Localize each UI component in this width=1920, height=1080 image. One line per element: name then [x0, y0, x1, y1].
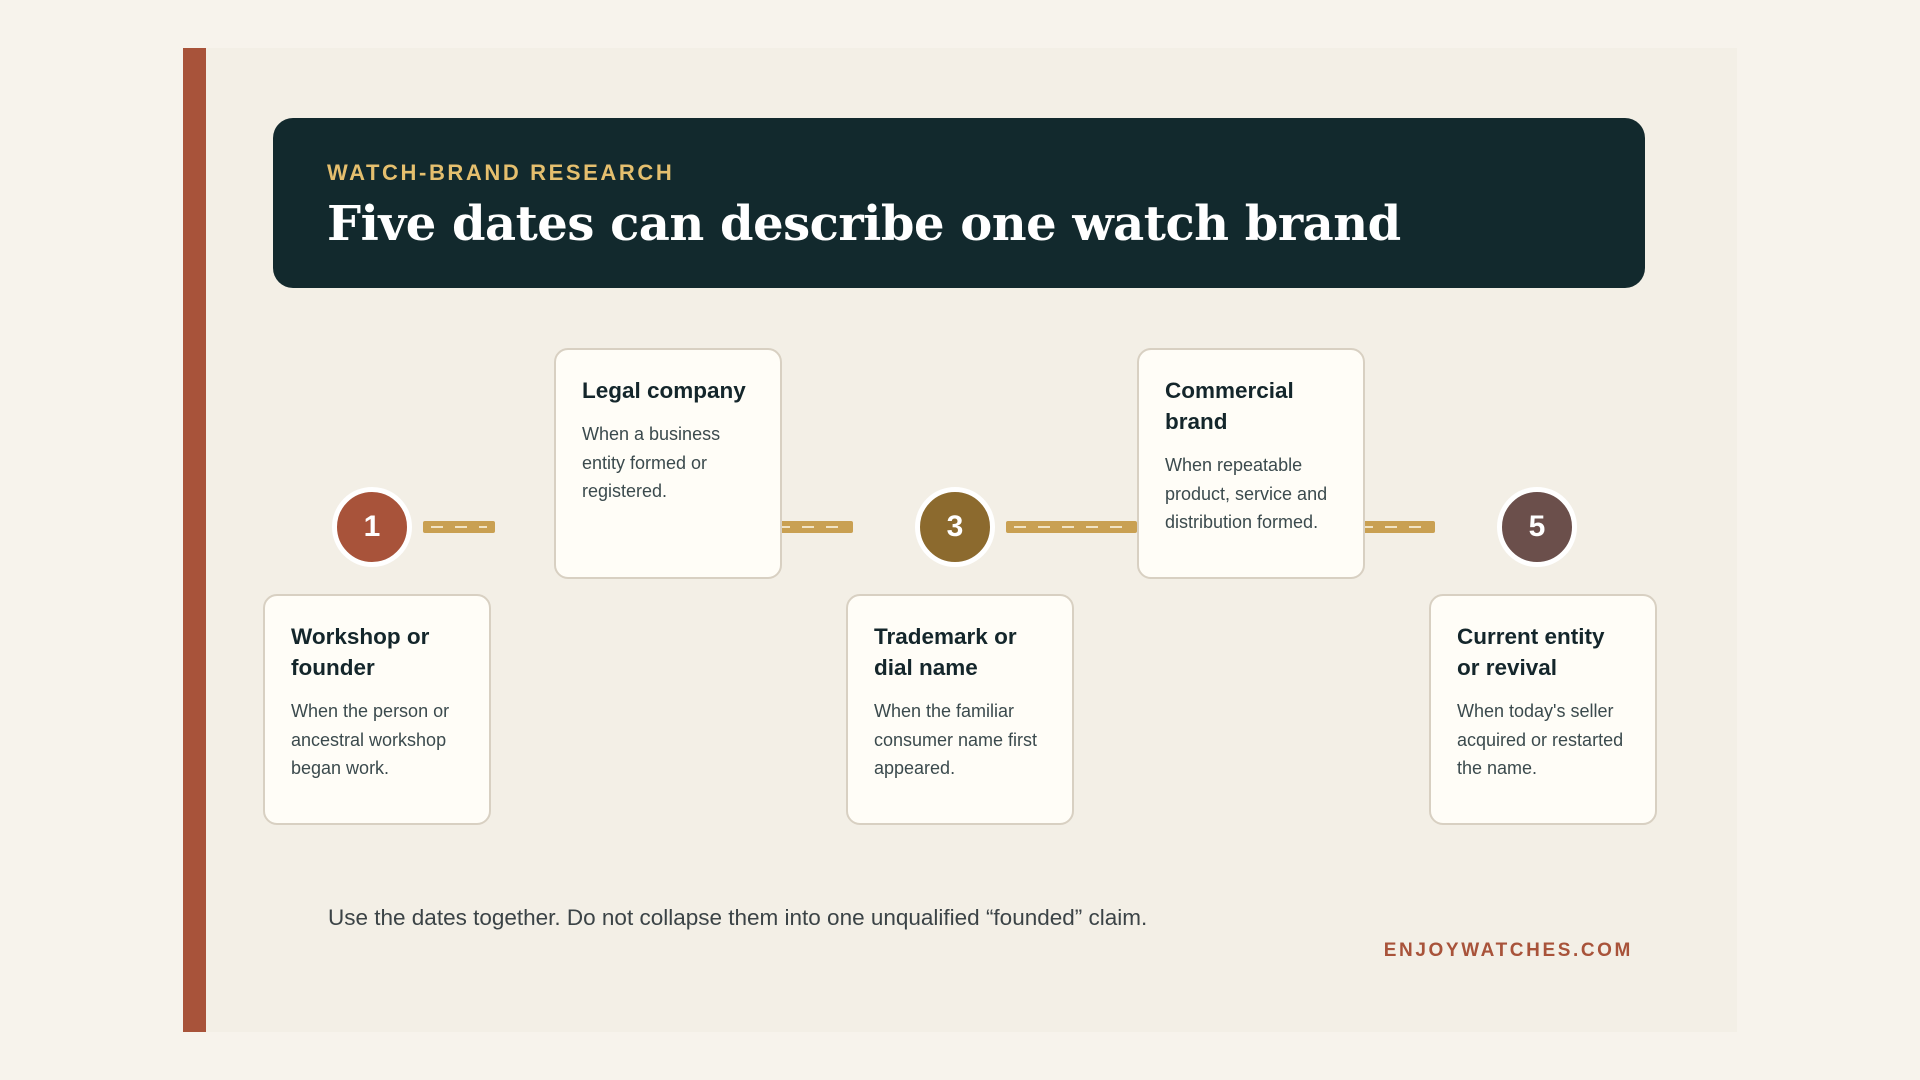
stage-title: Trademark or dial name	[874, 624, 1017, 680]
stage-description: When a business entity formed or registe…	[582, 424, 721, 501]
infographic-card: WATCH-BRAND RESEARCH Five dates can desc…	[183, 48, 1737, 1032]
step-badge-5: 5	[1497, 487, 1577, 567]
page-title: Five dates can describe one watch brand	[327, 196, 1401, 252]
step-number-1: 1	[363, 510, 381, 543]
header-banner: WATCH-BRAND RESEARCH Five dates can desc…	[273, 118, 1645, 288]
stage-description: When the familiar consumer name first ap…	[874, 701, 1038, 778]
connector-1-2	[423, 521, 495, 533]
stage-card-commercial-brand: Commercial brand When repeatable product…	[1137, 348, 1365, 579]
stage-title: Current entity or revival	[1457, 624, 1605, 680]
site-label: ENJOYWATCHES.COM	[1383, 940, 1633, 961]
step-badge-1: 1	[332, 487, 412, 567]
stage-card-legal-company: Legal company When a business entity for…	[554, 348, 782, 579]
connector-3-4	[1006, 521, 1137, 533]
footnote: Use the dates together. Do not collapse …	[328, 905, 1148, 930]
step-number-5: 5	[1528, 510, 1546, 543]
stage-description: When repeatable product, service and dis…	[1165, 455, 1328, 532]
eyebrow-label: WATCH-BRAND RESEARCH	[327, 160, 675, 185]
step-badge-3: 3	[915, 487, 995, 567]
stage-card-current-entity: Current entity or revival When today's s…	[1429, 594, 1657, 825]
step-number-3: 3	[946, 510, 964, 543]
stage-title: Commercial brand	[1165, 378, 1294, 434]
timeline: 1 3 5 Workshop or founder When the perso…	[183, 48, 1737, 1032]
accent-bar	[183, 48, 206, 1032]
stage-title: Workshop or founder	[291, 624, 430, 680]
stage-card-workshop: Workshop or founder When the person or a…	[263, 594, 491, 825]
stage-title: Legal company	[582, 378, 746, 403]
stage-card-trademark: Trademark or dial name When the familiar…	[846, 594, 1074, 825]
stage-description: When the person or ancestral workshop be…	[291, 701, 450, 778]
stage-description: When today's seller acquired or restarte…	[1457, 701, 1624, 778]
